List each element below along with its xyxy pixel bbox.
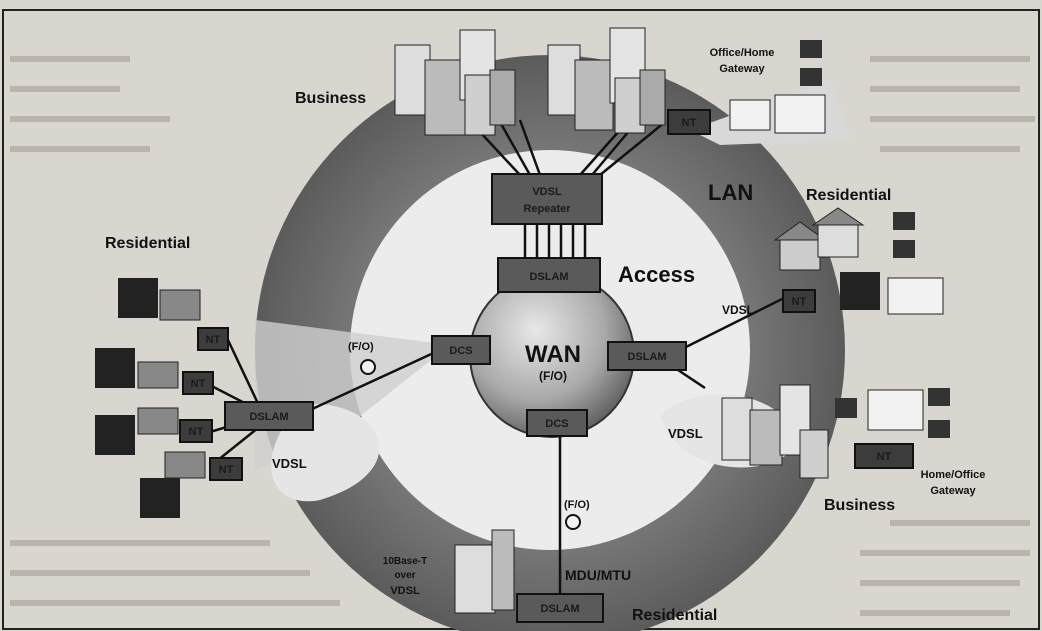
business-buildings-top-center [547, 27, 666, 134]
residential-bottom-label: Residential [632, 607, 717, 624]
dslam-top-box [497, 257, 601, 293]
nt-br-label: NT [877, 451, 892, 463]
nt-left-4-label: NT [219, 464, 234, 476]
background-text-texture [10, 56, 1035, 616]
nt-left-2-box [182, 371, 214, 395]
office-home-gateway-label-1: Office/Home [710, 47, 775, 59]
vdsl-right-label: VDSL [722, 303, 754, 317]
mdu-building [454, 529, 515, 614]
nt-tr-box [667, 109, 711, 135]
residential-houses-right [773, 207, 944, 315]
lan-label: LAN [708, 180, 753, 205]
home-office-gateway-label-2: Gateway [930, 485, 976, 497]
device-boxes: VDSL Repeater DSLAM DSLAM DCS DCS DSLAM … [179, 109, 914, 623]
nt-br-box [854, 443, 914, 469]
nt-left-3-box [179, 419, 213, 443]
residential-right-label: Residential [806, 187, 891, 204]
nt-right-box [782, 289, 816, 313]
dslam-top-label: DSLAM [529, 271, 568, 283]
mdu-mtu-label: MDU/MTU [565, 567, 631, 583]
dslam-bottom-box [516, 593, 604, 623]
vdsl-repeater-label-1: VDSL [532, 186, 562, 198]
residential-left-label: Residential [105, 235, 190, 252]
dcs-bottom-label: DCS [545, 418, 568, 430]
tenbase-label: 10Base-T [383, 556, 427, 567]
vdsl-left-label: VDSL [272, 456, 307, 471]
dcs-bottom-box [526, 409, 588, 437]
fiber-marker-left [360, 359, 376, 375]
dslam-bottom-label: DSLAM [540, 603, 579, 615]
vdsl-br-label: VDSL [668, 426, 703, 441]
fiber-marker-bottom [565, 514, 581, 530]
business-buildings-bottom-right [721, 384, 950, 479]
dslam-left-box [224, 401, 314, 431]
business-bottom-right-label: Business [824, 497, 895, 514]
nt-left-1-label: NT [206, 334, 221, 346]
vdsl-repeater-label-2: Repeater [523, 203, 571, 215]
fo-bottom-label: (F/O) [564, 499, 590, 511]
nt-tr-label: NT [682, 117, 697, 129]
business-top-left-label: Business [295, 90, 366, 107]
over-label: over [394, 570, 415, 581]
nt-left-4-box [209, 457, 243, 481]
nt-left-3-label: NT [189, 426, 204, 438]
fo-left-label: (F/O) [348, 341, 374, 353]
wan-sub-label: (F/O) [539, 369, 567, 383]
nt-right-label: NT [792, 296, 807, 308]
dslam-right-box [607, 341, 687, 371]
vdsl-repeater-box [491, 173, 603, 225]
dcs-left-label: DCS [449, 345, 472, 357]
residential-equipment-left [95, 278, 206, 518]
business-buildings-top-left [394, 29, 516, 136]
dslam-left-label: DSLAM [249, 411, 288, 423]
office-home-gateway-label-2: Gateway [719, 63, 765, 75]
nt-left-2-label: NT [191, 378, 206, 390]
home-office-gateway-label-1: Home/Office [921, 469, 986, 481]
access-label: Access [618, 262, 695, 287]
dslam-right-label: DSLAM [627, 351, 666, 363]
dcs-left-box [431, 335, 491, 365]
nt-left-1-box [197, 327, 229, 351]
office-home-equipment [729, 40, 826, 134]
vdsl-bottom-label: VDSL [390, 585, 420, 597]
wan-label: WAN [525, 341, 581, 368]
